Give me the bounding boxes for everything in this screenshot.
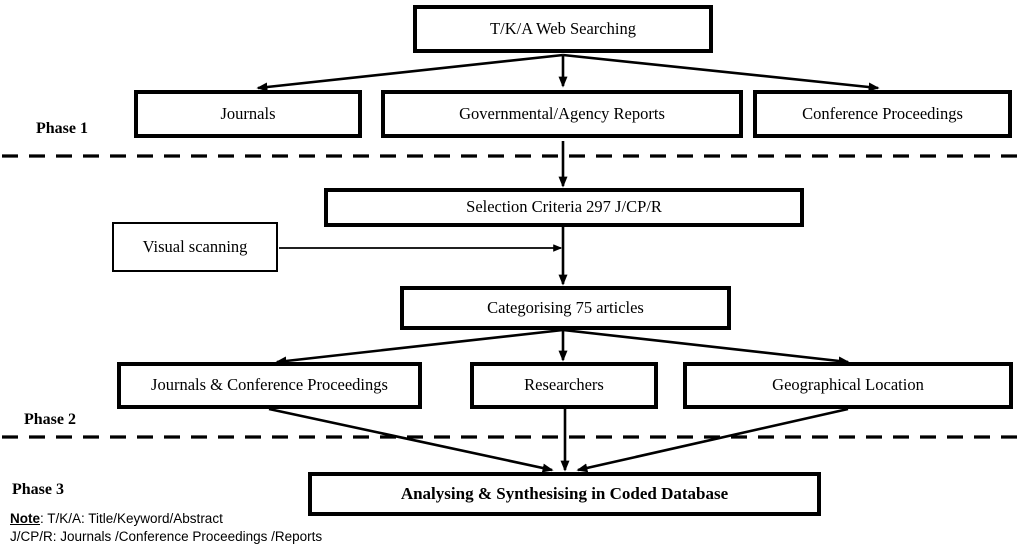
node-web-search[interactable]: T/K/A Web Searching bbox=[413, 5, 713, 53]
note-line-1-rest: : T/K/A: Title/Keyword/Abstract bbox=[40, 511, 223, 526]
node-categorising-label: Categorising 75 articles bbox=[487, 297, 644, 317]
node-conference-proceedings-label: Conference Proceedings bbox=[802, 103, 963, 123]
note-block: Note: T/K/A: Title/Keyword/Abstract J/CP… bbox=[10, 510, 322, 546]
node-conference-proceedings[interactable]: Conference Proceedings bbox=[753, 90, 1012, 138]
node-journals-label: Journals bbox=[220, 103, 276, 123]
phase-2-label: Phase 2 bbox=[24, 411, 76, 428]
edge-geographical-analysing bbox=[576, 407, 849, 473]
phase-1-label: Phase 1 bbox=[36, 120, 88, 137]
node-analysing-synthesising-label: Analysing & Synthesising in Coded Databa… bbox=[400, 483, 729, 503]
node-selection-criteria-label: Selection Criteria 297 J/CP/R bbox=[466, 197, 662, 217]
node-geographical-location[interactable]: Geographical Location bbox=[683, 362, 1013, 409]
note-label: Note bbox=[10, 511, 40, 526]
edge-categorising-geographical bbox=[562, 328, 850, 366]
node-gov-reports-label: Governmental/Agency Reports bbox=[459, 103, 665, 123]
node-gov-reports[interactable]: Governmental/Agency Reports bbox=[381, 90, 743, 138]
node-researchers-label: Researchers bbox=[524, 375, 604, 395]
node-selection-criteria[interactable]: Selection Criteria 297 J/CP/R bbox=[324, 188, 804, 227]
node-geographical-location-label: Geographical Location bbox=[772, 375, 924, 395]
node-journals-conference-label: Journals & Conference Proceedings bbox=[151, 375, 388, 395]
edge-categorising-journalsconf bbox=[275, 328, 564, 366]
node-analysing-synthesising[interactable]: Analysing & Synthesising in Coded Databa… bbox=[308, 472, 821, 516]
node-journals-conference[interactable]: Journals & Conference Proceedings bbox=[117, 362, 422, 409]
edge-websearch-conference bbox=[562, 53, 880, 92]
node-web-search-label: T/K/A Web Searching bbox=[490, 18, 636, 38]
node-visual-scanning-label: Visual scanning bbox=[142, 236, 248, 256]
phase-3-label: Phase 3 bbox=[12, 481, 64, 498]
node-visual-scanning[interactable]: Visual scanning bbox=[112, 222, 278, 272]
node-researchers[interactable]: Researchers bbox=[470, 362, 658, 409]
node-categorising[interactable]: Categorising 75 articles bbox=[400, 286, 731, 330]
edge-websearch-journals bbox=[256, 53, 564, 92]
node-journals[interactable]: Journals bbox=[134, 90, 362, 138]
edge-journalsconf-analysing bbox=[268, 407, 554, 473]
note-line-1: Note: T/K/A: Title/Keyword/Abstract bbox=[10, 510, 322, 528]
note-line-2: J/CP/R: Journals /Conference Proceedings… bbox=[10, 529, 323, 545]
